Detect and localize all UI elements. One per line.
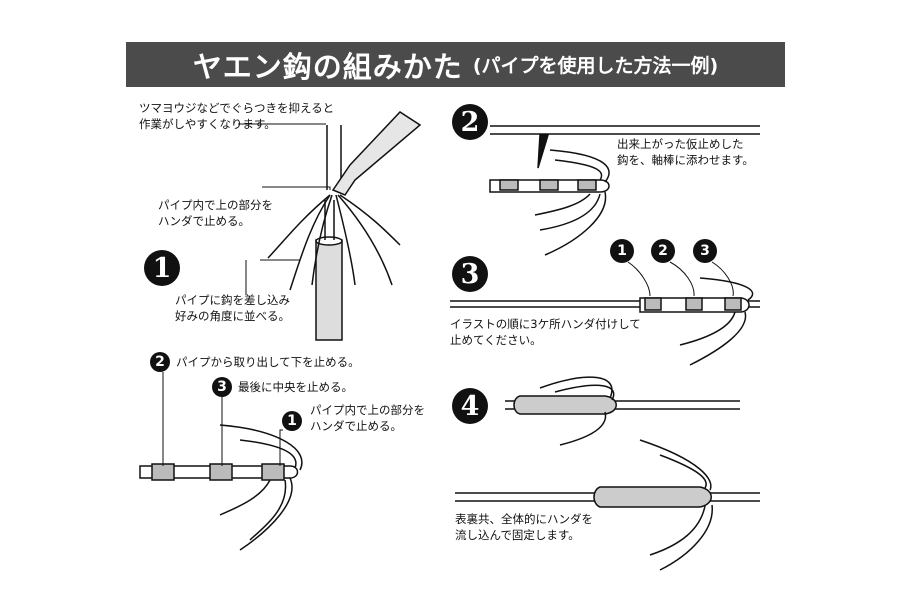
step2-illustration: [489, 125, 760, 256]
note-line: 止めてください。: [450, 333, 542, 347]
title-main: ヤエン鈎の組みかた: [192, 49, 463, 84]
note-line: ハンダで止める。: [310, 419, 402, 433]
note-line: 鈎を、軸棒に添わせます。: [617, 153, 754, 167]
step1b-badge-1: 1: [282, 411, 302, 431]
step1b-badge-3: 3: [212, 377, 232, 397]
note-line: 出来上がった仮止めした: [617, 137, 744, 151]
note-line: パイプ内で上の部分を: [310, 403, 425, 417]
note-line: ハンダで止める。: [158, 214, 250, 228]
step3-illustration: [450, 261, 760, 366]
solder-top-note: パイプ内で上の部分を ハンダで止める。: [158, 197, 273, 229]
step2-note: 出来上がった仮止めした 鈎を、軸棒に添わせます。: [617, 136, 754, 168]
title-bar: ヤエン鈎の組みかた (パイプを使用した方法一例): [126, 42, 785, 87]
step3-badge: 3: [452, 256, 488, 292]
insert-note: パイプに鈎を差し込み 好みの角度に並べる。: [175, 292, 290, 324]
title-sub: (パイプを使用した方法一例): [472, 55, 719, 77]
step1-badge: 1: [144, 250, 180, 286]
step2-badge: 2: [452, 104, 488, 140]
toothpick-note: ツマヨウジなどでぐらつきを抑えると 作業がしやすくなります。: [139, 100, 334, 132]
step1-illustration: [238, 111, 422, 341]
note-line: 好みの角度に並べる。: [175, 309, 290, 323]
step1b-badge-2: 2: [150, 352, 170, 372]
note-line: ツマヨウジなどでぐらつきを抑えると: [139, 101, 335, 115]
note-line: パイプに鈎を差し込み: [175, 293, 290, 307]
note-line: パイプ内で上の部分を: [158, 198, 273, 212]
order-badge-2: 2: [651, 239, 675, 263]
step1b-assembled: [139, 372, 303, 551]
note-line: イラストの順に3ケ所ハンダ付けして: [450, 317, 641, 331]
step1b-note-2: パイプから取り出して下を止める。: [176, 355, 360, 369]
note-line: 作業がしやすくなります。: [139, 117, 276, 131]
step4-note: 表裏共、全体的にハンダを 流し込んで固定します。: [455, 511, 593, 543]
note-line: 表裏共、全体的にハンダを: [455, 512, 593, 526]
order-badge-3: 3: [693, 239, 717, 263]
step1b-note-1: パイプ内で上の部分を ハンダで止める。: [310, 402, 425, 434]
step4-illustration: [455, 376, 760, 571]
step1b-note-3: 最後に中央を止める。: [238, 380, 353, 394]
note-line: 流し込んで固定します。: [455, 528, 580, 542]
step4-badge: 4: [452, 388, 488, 424]
step3-note: イラストの順に3ケ所ハンダ付けして 止めてください。: [450, 316, 641, 348]
order-badge-1: 1: [610, 239, 634, 263]
